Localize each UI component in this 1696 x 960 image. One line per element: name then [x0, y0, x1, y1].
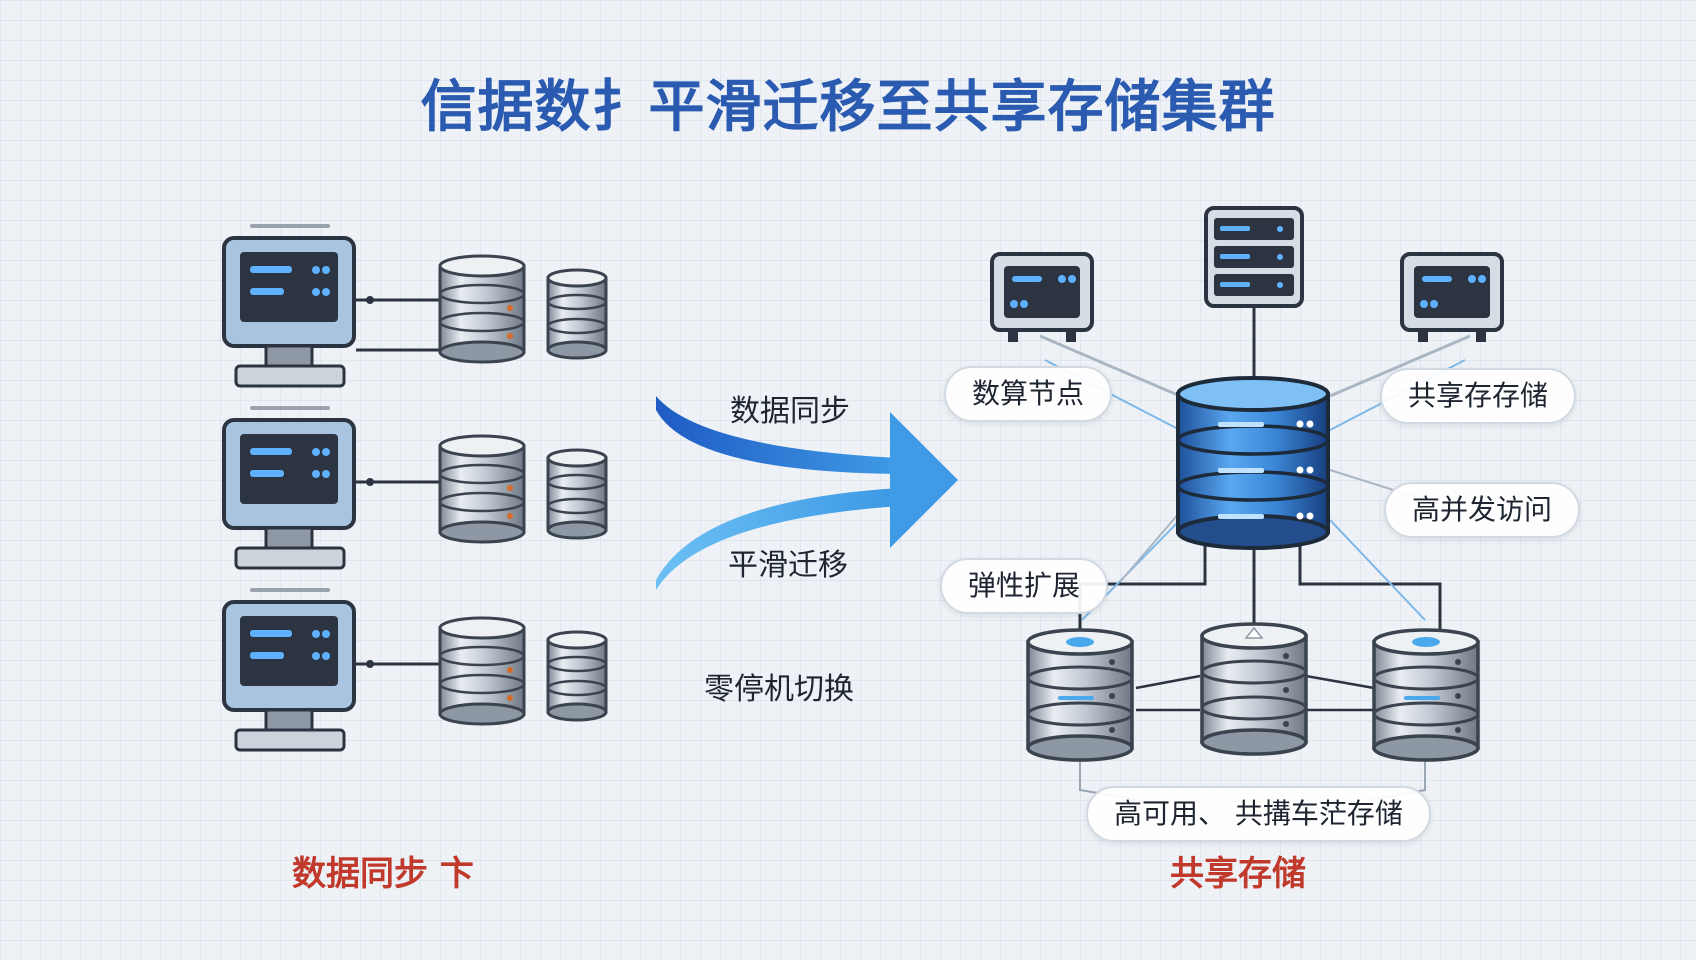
left-caption: 数据同步 卞: [292, 854, 474, 894]
source-row-1: [222, 224, 608, 388]
shared-storage-callout: 共享存存储: [1380, 368, 1577, 424]
database-stack-icon: [438, 616, 526, 726]
database-stack-icon: [1200, 622, 1308, 756]
elastic-scaling-callout: 弹性扩展: [940, 558, 1109, 614]
database-stack-icon: [1026, 628, 1134, 762]
server-icon: [990, 252, 1094, 342]
right-caption: 共享存储: [1170, 854, 1306, 894]
database-stack-icon: [438, 254, 526, 364]
high-availability-callout: 高可用、 共搆车茫存储: [1086, 786, 1431, 842]
source-row-2: [222, 406, 608, 570]
server-icon: [1204, 206, 1304, 308]
desktop-computer-icon: [222, 406, 356, 570]
database-stack-icon: [546, 630, 608, 722]
desktop-computer-icon: [222, 588, 356, 752]
compute-nodes-callout: 数算节点: [944, 366, 1113, 422]
connector-line: [356, 296, 440, 352]
database-stack-icon: [1372, 628, 1480, 762]
desktop-computer-icon: [222, 224, 356, 388]
server-icon: [1400, 252, 1504, 342]
page-title: 信据数扌平滑迁移至共享存储集群: [420, 75, 1276, 140]
database-stack-icon: [546, 268, 608, 360]
storage-cluster-icon: [1176, 376, 1330, 550]
connector-line: [356, 660, 440, 668]
migrate-label: 平滑迁移: [728, 548, 848, 583]
connector-line: [356, 478, 440, 486]
migration-arrow-icon: [656, 396, 958, 590]
source-row-3: [222, 588, 608, 752]
database-stack-icon: [546, 448, 608, 540]
sync-label: 数据同步: [730, 394, 850, 429]
cutover-label: 零停机切换: [704, 672, 854, 707]
high-concurrency-callout: 高并发访问: [1384, 482, 1581, 538]
database-stack-icon: [438, 434, 526, 544]
